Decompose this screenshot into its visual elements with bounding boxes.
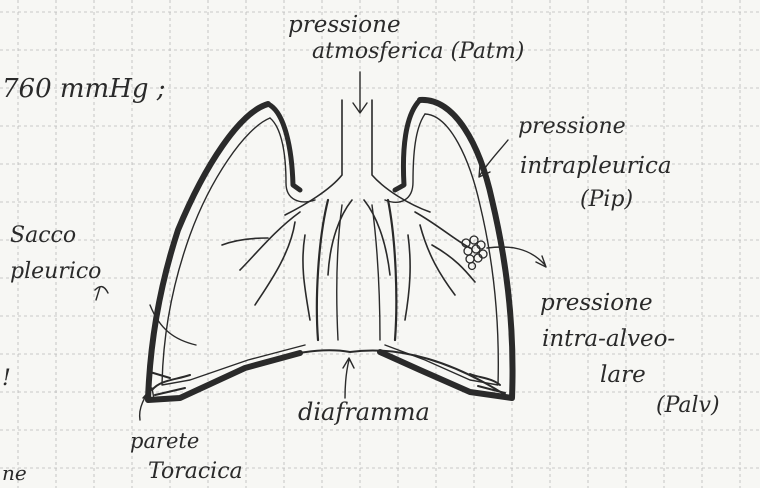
bottom-left-fragment: ne [2,461,27,485]
palv-label-line3: lare [600,362,646,388]
mmhg-label: 760 mmHg ; [2,74,166,104]
pleural-sac-label-line1: Sacco [10,223,76,248]
palv-arrow [487,247,546,267]
text-labels: pressione atmosferica (Patm) 760 mmHg ; … [2,12,720,485]
patm-label-line1: pressione [288,12,401,38]
palv-label-line4: (Palv) [656,393,720,418]
palv-label-line1: pressione [540,290,653,316]
pip-label-line2: intrapleurica [520,153,672,179]
trachea-and-bronchi [222,100,475,340]
pleural-sac-arrow-head [95,287,108,300]
thoracic-wall-arrow [140,388,154,420]
diaphragm-label: diaframma [298,398,430,426]
patm-label-line2: atmosferica (Patm) [312,39,524,64]
pip-label-line3: (Pip) [580,187,633,212]
thoracic-wall-label-line2: Toracica [148,459,243,484]
alveoli-cluster [462,236,487,270]
pleural-sac-label-line2: pleurico [10,259,101,284]
patm-arrow [353,72,367,113]
thoracic-wall-label-line1: parete [130,429,199,453]
palv-label-line2: intra-alveo- [542,326,675,352]
pip-label-line1: pressione [518,114,626,139]
left-edge-mark: ! [2,366,11,391]
